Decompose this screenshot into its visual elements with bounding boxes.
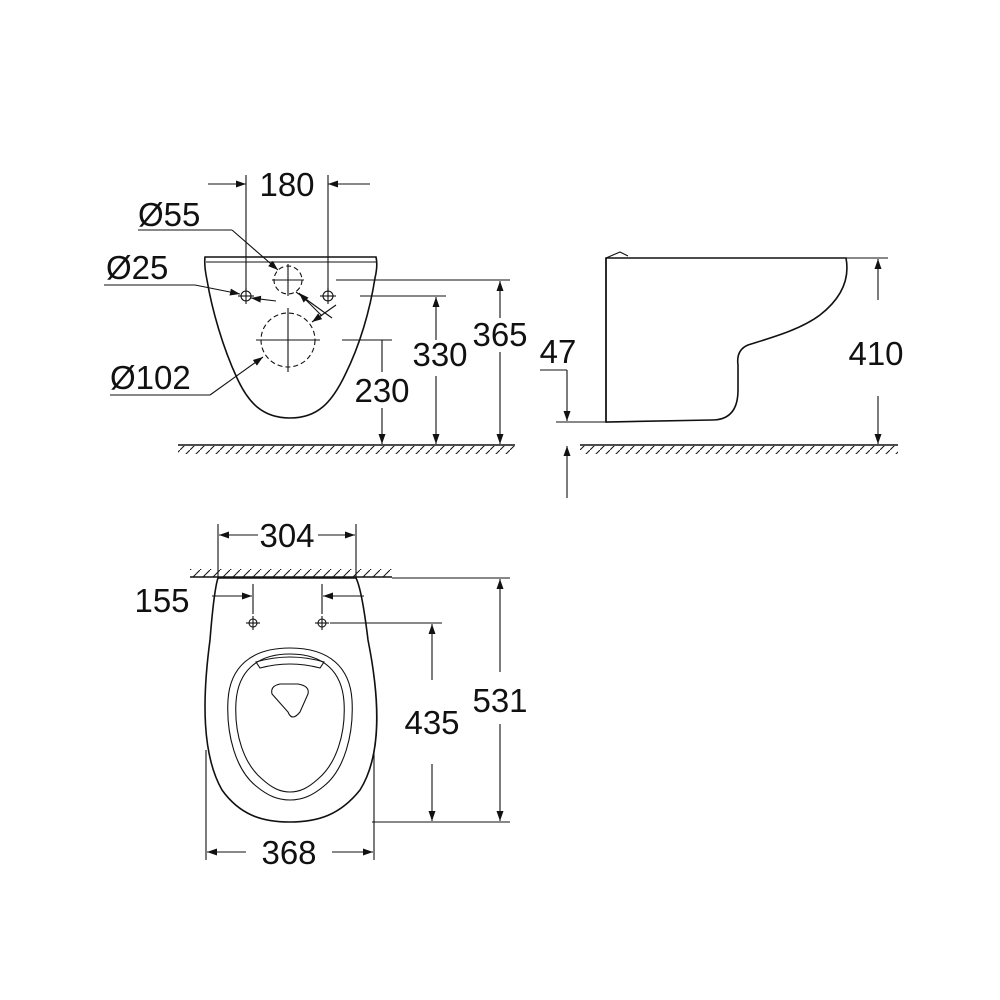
dim-330: 330 [360,295,468,444]
dim-435-label: 435 [404,704,459,741]
dim-365-label: 365 [472,316,527,353]
dim-304: 304 [217,517,357,578]
dim-outlet: Ø55 [138,196,333,319]
side-view: 410 47 [540,251,904,498]
front-bowl-outline [203,256,378,419]
side-seat-edge [605,251,629,259]
dim-155: 155 [134,582,364,619]
dim-531-label: 531 [472,682,527,719]
outlet-circle [272,264,304,296]
dim-180-label: 180 [259,166,314,203]
dim-47: 47 [540,333,606,498]
dim-410-label: 410 [848,335,903,372]
top-bolt-right [315,616,329,630]
front-floor [178,444,515,454]
seat-outer-ring [227,647,353,801]
top-bolt-left [246,616,260,630]
side-bowl-outline [605,257,848,423]
dim-230-label: 230 [354,372,409,409]
drain-circle [256,308,320,372]
dim-410: 410 [846,257,904,444]
dim-230: 230 [342,339,410,444]
dim-180: 180 [208,166,370,292]
dim-304-label: 304 [259,517,314,554]
dim-435: 435 [330,622,460,823]
seat-hinge [255,656,325,669]
side-floor [580,444,898,454]
flush-mark [271,683,309,718]
dim-drain: Ø102 [110,304,337,396]
dim-bolt: Ø25 [104,249,277,303]
seat-inner-ring [235,653,345,793]
dim-330-label: 330 [412,336,467,373]
dim-bolt-label: Ø25 [106,249,168,286]
dim-365: 365 [336,279,528,444]
dim-368-label: 368 [261,834,316,871]
top-bowl-outline [204,577,378,823]
dim-155-label: 155 [134,582,189,619]
top-view: 304 155 435 531 [134,517,527,871]
dim-47-label: 47 [540,333,577,370]
dim-outlet-label: Ø55 [138,196,200,233]
dim-drain-label: Ø102 [110,359,191,396]
dim-368: 368 [205,750,375,871]
top-wall [190,569,392,578]
front-view: 180 Ø55 Ø25 Ø102 230 [104,166,528,454]
dim-531: 531 [392,577,528,823]
